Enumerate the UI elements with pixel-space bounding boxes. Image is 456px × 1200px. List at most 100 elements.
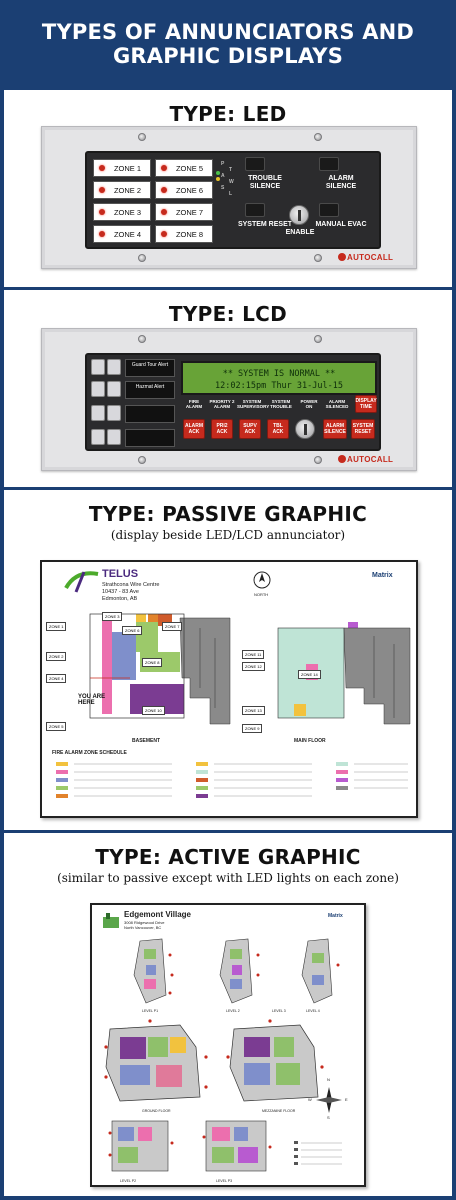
trouble-silence-label: TROUBLE SILENCE [248, 175, 282, 190]
screw [138, 133, 146, 141]
compass-n: N [327, 1077, 330, 1082]
system-reset-button[interactable] [245, 203, 265, 217]
passive-graphic-map: TELUS Strathcona Wire Centre 10437 - 83 … [40, 560, 418, 818]
autocall-logo: AUTOCALL [338, 253, 393, 262]
zone-led-icon [99, 231, 105, 237]
power-led-icon [216, 171, 220, 175]
level-label: LEVEL 3 [272, 1009, 286, 1013]
level-label: LEVEL 2 [226, 1009, 240, 1013]
address-line1: Strathcona Wire Centre [102, 582, 160, 588]
level-label: LEVEL P1 [142, 1009, 159, 1013]
zone-tag: ZONE 8 [142, 658, 163, 667]
status-letter: W [229, 179, 234, 185]
north-label: NORTH [254, 592, 269, 597]
zone-button[interactable]: ZONE 2 [93, 181, 151, 199]
grey-key[interactable] [91, 405, 105, 421]
system-reset-button[interactable]: SYSTEM RESET [351, 419, 375, 439]
status-letter: S [221, 185, 225, 191]
poster-title-line2: GRAPHIC DISPLAYS [112, 44, 344, 68]
grey-key[interactable] [107, 405, 121, 421]
zone-button[interactable]: ZONE 5 [155, 159, 213, 177]
indicator-alarm-silenced: ALARM SILENCED [325, 399, 349, 409]
guard-tour-label: Guard Tour Alert [125, 359, 175, 377]
zone-button[interactable]: ZONE 8 [155, 225, 213, 243]
company-name: TELUS [102, 568, 139, 580]
lcd-faceplate: Guard Tour Alert Hazmat Alert ** SYSTEM … [85, 353, 381, 451]
zone-led-icon [99, 187, 105, 193]
alarm-silence-button[interactable] [319, 157, 339, 171]
address-line3: Edmonton, AB [102, 596, 138, 602]
lcd-screen: ** SYSTEM IS NORMAL ** 12:02:15pm Thur 3… [181, 361, 377, 395]
zone-tag: ZONE 7 [162, 622, 183, 631]
passive-section-subtitle: (display beside LED/LCD annunciator) [110, 528, 346, 542]
basement-floor-plan [89, 613, 231, 725]
key-switch-icon[interactable] [295, 419, 315, 439]
zone-led-icon [161, 187, 167, 193]
level-label: LEVEL 4 [306, 1009, 320, 1013]
screw [314, 133, 322, 141]
grey-key[interactable] [107, 381, 121, 397]
active-graphic-map: Edgemont Village 3008 Ridgewood Drive No… [90, 903, 366, 1187]
autocall-logo-icon [338, 455, 346, 463]
level-label: LEVEL P2 [120, 1179, 137, 1183]
schedule-title: FIRE ALARM ZONE SCHEDULE [52, 750, 127, 756]
tbl-ack-button[interactable]: TBL ACK [267, 419, 289, 439]
project-name: Edgemont Village [124, 910, 191, 919]
zone-button[interactable]: ZONE 7 [155, 203, 213, 221]
key-switch-icon[interactable] [289, 205, 309, 225]
alarm-ack-button[interactable]: ALARM ACK [183, 419, 205, 439]
zone-label: ZONE 3 [113, 207, 142, 217]
zone-button[interactable]: ZONE 3 [93, 203, 151, 221]
project-address1: 3008 Ridgewood Drive [124, 920, 165, 925]
grey-key[interactable] [107, 359, 121, 375]
lcd-line2: 12:02:15pm Thur 31-Jul-15 [215, 381, 343, 391]
zone-button[interactable]: ZONE 1 [93, 159, 151, 177]
grey-key[interactable] [91, 359, 105, 375]
alarm-silence-button[interactable]: ALARM SILENCE [323, 419, 347, 439]
zone-tag: ZONE 4 [46, 674, 67, 683]
zone-tag: ZONE 14 [298, 670, 321, 679]
lcd-annunciator-device: Guard Tour Alert Hazmat Alert ** SYSTEM … [41, 328, 417, 471]
led-section-title: TYPE: LED [169, 102, 287, 126]
screw [138, 254, 146, 262]
level-label: MEZZANINE FLOOR [262, 1109, 296, 1113]
blank-label-key[interactable] [125, 429, 175, 447]
lcd-line1: ** SYSTEM IS NORMAL ** [222, 369, 336, 379]
trouble-silence-button[interactable] [245, 157, 265, 171]
hazmat-label: Hazmat Alert [125, 381, 175, 399]
you-are-here-marker: YOU ARE HERE [78, 694, 106, 706]
status-letter: P [221, 161, 225, 167]
indicator-priority2: PRIORITY 2 ALARM [209, 399, 235, 409]
main-floor-plan [277, 622, 411, 725]
grey-key[interactable] [91, 381, 105, 397]
passive-section: TYPE: PASSIVE GRAPHIC (display beside LE… [4, 490, 452, 830]
level-label: LEVEL P3 [216, 1179, 233, 1183]
plan-level-4 [301, 938, 340, 1004]
status-letter: L [229, 191, 233, 197]
zone-button[interactable]: ZONE 6 [155, 181, 213, 199]
manual-evac-button[interactable] [319, 203, 339, 217]
north-arrow-icon [253, 571, 271, 589]
zone-led-icon [99, 165, 105, 171]
display-time-button[interactable]: DISPLAY TIME [355, 395, 377, 413]
passive-section-title: TYPE: PASSIVE GRAPHIC [88, 502, 368, 526]
led-faceplate: ZONE 1 ZONE 2 ZONE 3 ZONE 4 ZONE 5 ZONE … [85, 151, 381, 249]
zone-led-icon [99, 209, 105, 215]
project-address2: North Vancouver, BC [124, 925, 162, 930]
pri2-ack-button[interactable]: PRI2 ACK [211, 419, 233, 439]
zone-button[interactable]: ZONE 4 [93, 225, 151, 243]
supv-ack-button[interactable]: SUPV ACK [239, 419, 261, 439]
zone-label: ZONE 8 [175, 229, 204, 239]
plan-level-p3 [202, 1120, 272, 1172]
blank-label-key[interactable] [125, 405, 175, 423]
zone-led-icon [161, 209, 167, 215]
autocall-logo-icon [338, 253, 346, 261]
grey-key[interactable] [91, 429, 105, 445]
zone-label: ZONE 4 [113, 229, 142, 239]
plan-level-p1 [133, 938, 174, 1004]
system-reset-label: SYSTEM RESET [237, 221, 293, 228]
zone-schedule-legend [56, 762, 408, 798]
grey-key[interactable] [107, 429, 121, 445]
lcd-section: TYPE: LCD Guard Tour Alert Hazmat Alert [4, 290, 452, 487]
